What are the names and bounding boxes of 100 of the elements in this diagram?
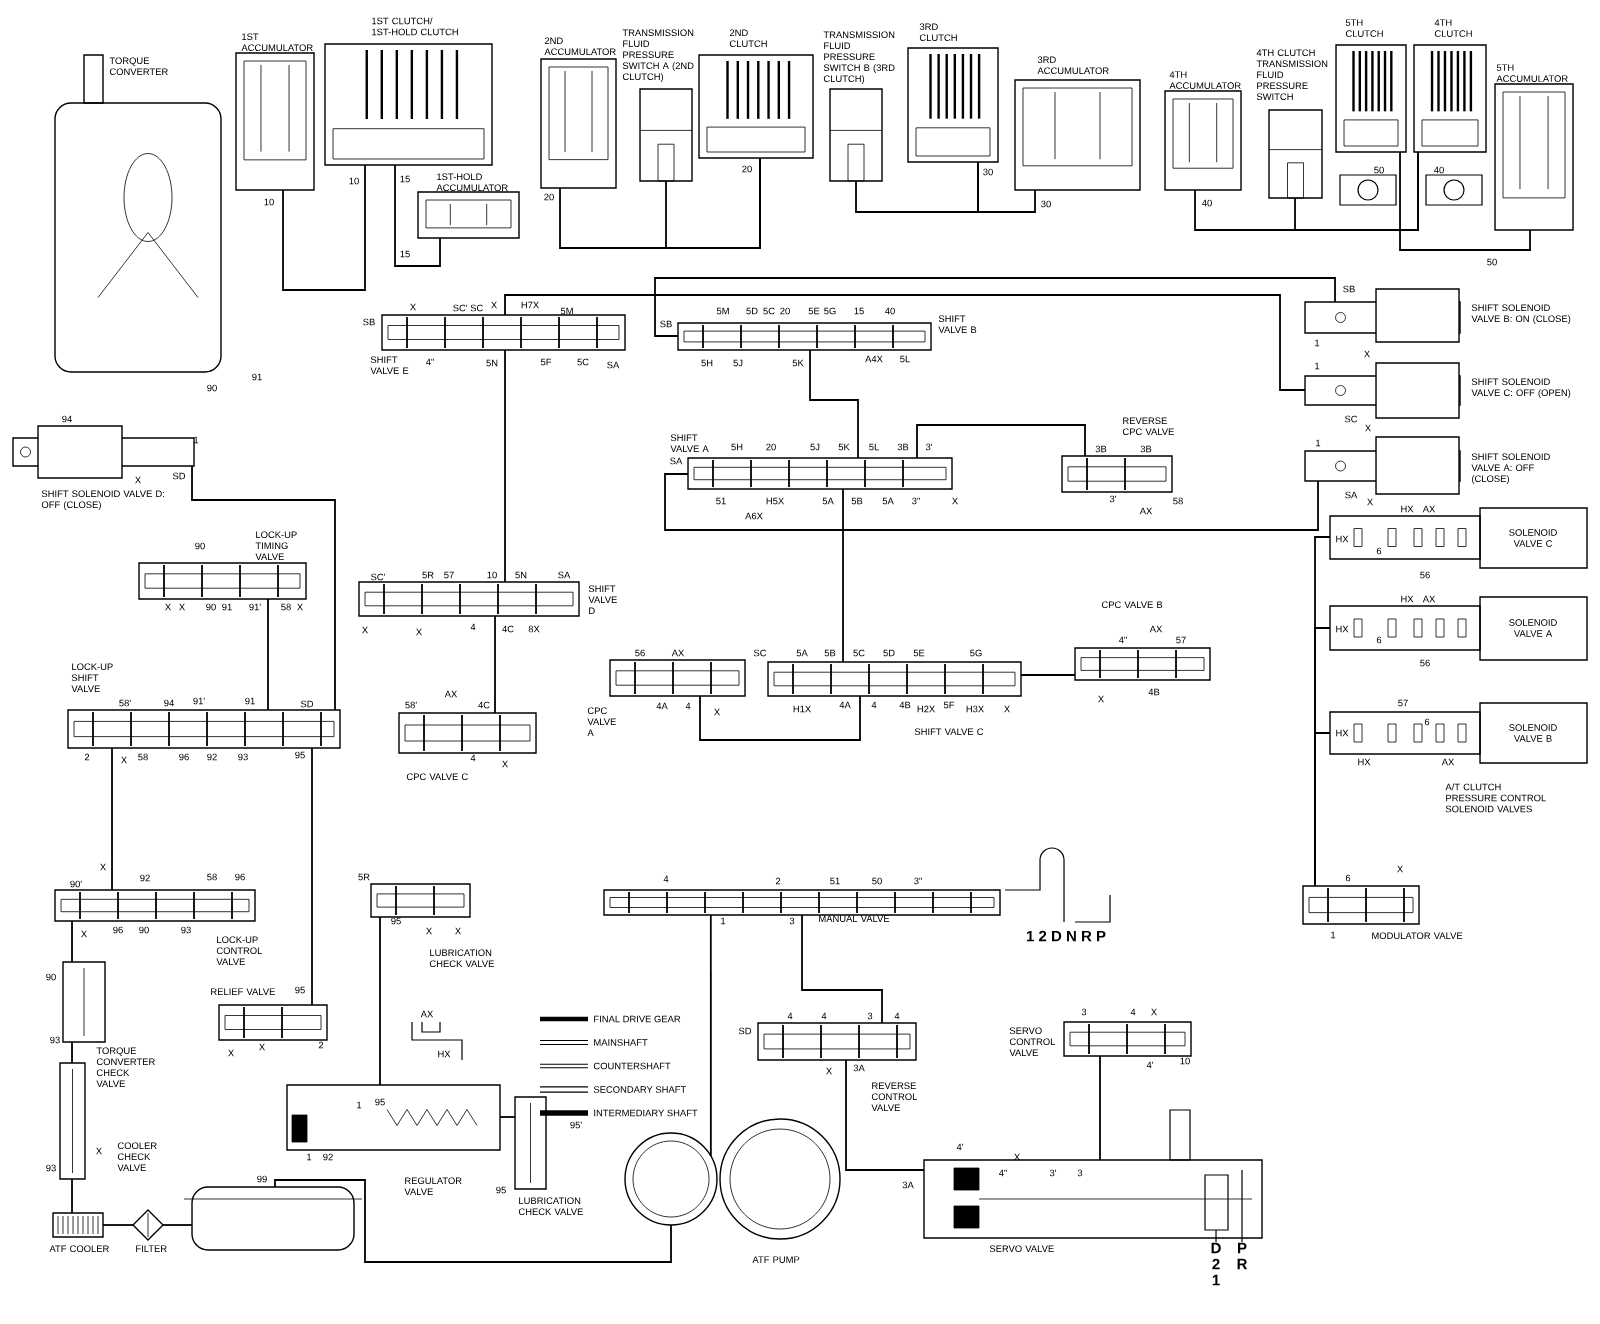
port-label: 95 [295,986,305,994]
port-label: 58 [1173,497,1183,505]
component-label: TRANSMISSION FLUID PRESSURE SWITCH B (3RD CLUTCH) [823,31,895,84]
port-label: 3 [867,1012,873,1020]
fluid-line [504,349,506,583]
port-label: 20 [742,165,752,173]
component-label: 2ND ACCUMULATOR [544,37,616,56]
port-label: AX [1149,625,1163,633]
port-label: SC [753,649,767,657]
valve-body [54,889,256,922]
fluid-line [977,161,1036,213]
port-label: X [1364,350,1370,358]
port-label: 3 [1077,1169,1083,1177]
solenoid-valve-drawing [1329,596,1588,661]
fluid-line [1020,674,1076,676]
fluid-line [162,1224,193,1226]
fluid-line [102,1224,134,1226]
port-label: 5B [824,649,836,657]
port-label: AX [1139,507,1153,515]
component-label: SOLENOID VALVE C [1509,529,1557,547]
port-label: A6X [745,512,763,520]
port-label: 10 [349,177,359,185]
fluid-line [311,747,313,1006]
port-label: 20 [544,193,554,201]
component-label: REGULATOR VALVE [404,1177,462,1195]
component-label: 4TH ACCUMULATOR [1169,71,1241,89]
port-label: X [135,476,141,484]
port-label: X [121,756,127,764]
port-label: 6 [1424,718,1430,726]
component-label: 1ST ACCUMULATOR [241,33,313,52]
component-label: SHIFT SOLENOID VALVE B: ON (CLOSE) [1471,304,1571,324]
port-label: 96 [235,873,245,881]
shift-position-label: 1 [1212,1274,1220,1286]
valve-body [757,1022,917,1061]
component-label: ATF COOLER [49,1245,109,1253]
port-label: 30 [1041,200,1051,208]
port-label: SA [670,457,683,465]
component-label: 3RD ACCUMULATOR [1037,56,1109,75]
component-label: SHIFT SOLENOID VALVE C: OFF (OPEN) [1471,378,1571,398]
accumulator-drawing [417,191,520,239]
port-label: 3' [1049,1169,1057,1177]
port-label: 95 [375,1098,385,1106]
port-label: AX [420,1010,434,1018]
component-label: 4TH CLUTCH [1434,19,1472,37]
port-label: HX [1336,625,1349,633]
valve-body [381,314,626,351]
port-label: 5A [822,497,834,505]
port-label: 90 [207,384,217,392]
port-label: 4A [839,701,851,709]
fluid-line [111,747,113,891]
fluid-line [504,294,1306,391]
port-label: SA [607,361,620,369]
torque-converter-drawing [54,54,222,373]
accumulator-drawing [540,58,617,189]
port-label: 15 [400,175,410,183]
component-label: 5TH ACCUMULATOR [1496,64,1568,82]
port-label: 1 [1315,362,1320,370]
fluid-line [654,277,1336,337]
check-valve-drawing [514,1096,547,1190]
port-label: X [100,863,106,871]
port-label: 4 [685,702,691,710]
component-label: CPC VALVE A [587,707,616,736]
port-label: HX [1401,595,1414,603]
port-label: 56 [1420,571,1430,579]
shift-position-label: 1 2 D N R P [1026,930,1106,942]
shift-position-label: 2 [1212,1258,1220,1270]
component-label: SHIFT VALVE B [938,315,977,333]
component-label: LOCK-UP SHIFT VALVE [71,663,113,692]
port-label: 4C [478,701,490,709]
port-label: 94 [62,415,72,423]
servo-valve-drawing [923,1159,1263,1239]
component-label: TORQUE CONVERTER [109,57,168,76]
fluid-line [664,473,1319,531]
port-label: 4' [956,1143,964,1151]
clutch-drawing [698,54,814,159]
component-label: TORQUE CONVERTER CHECK VALVE [96,1047,155,1087]
port-label: X [362,626,368,634]
fluid-line [1399,151,1531,251]
component-label: SHIFT VALVE C [914,728,984,736]
port-label: H2X [917,705,935,713]
component-label: TRANSMISSION FLUID PRESSURE SWITCH A (2ND CLUTCH) [622,29,694,82]
valve-body [677,322,932,351]
valve-body [1074,647,1211,681]
pressure-switch-drawing [639,88,693,182]
port-label: 50 [1487,258,1497,266]
port-label: SB [660,320,672,328]
port-label: 95 [496,1186,506,1194]
port-label: 40 [1202,199,1212,207]
fluid-line [842,488,844,663]
legend-text: MAINSHAFT [594,1039,648,1046]
port-label: X [1004,705,1010,713]
valve-body [358,581,580,617]
fluid-line [71,1178,73,1214]
port-label: AX [1422,595,1436,603]
fluid-line [499,1116,516,1118]
port-label: 1 [357,1101,362,1109]
fluid-line [191,465,336,711]
port-label: 30 [983,168,993,176]
port-label: 6 [1376,636,1382,644]
port-label: 95 [391,917,401,925]
